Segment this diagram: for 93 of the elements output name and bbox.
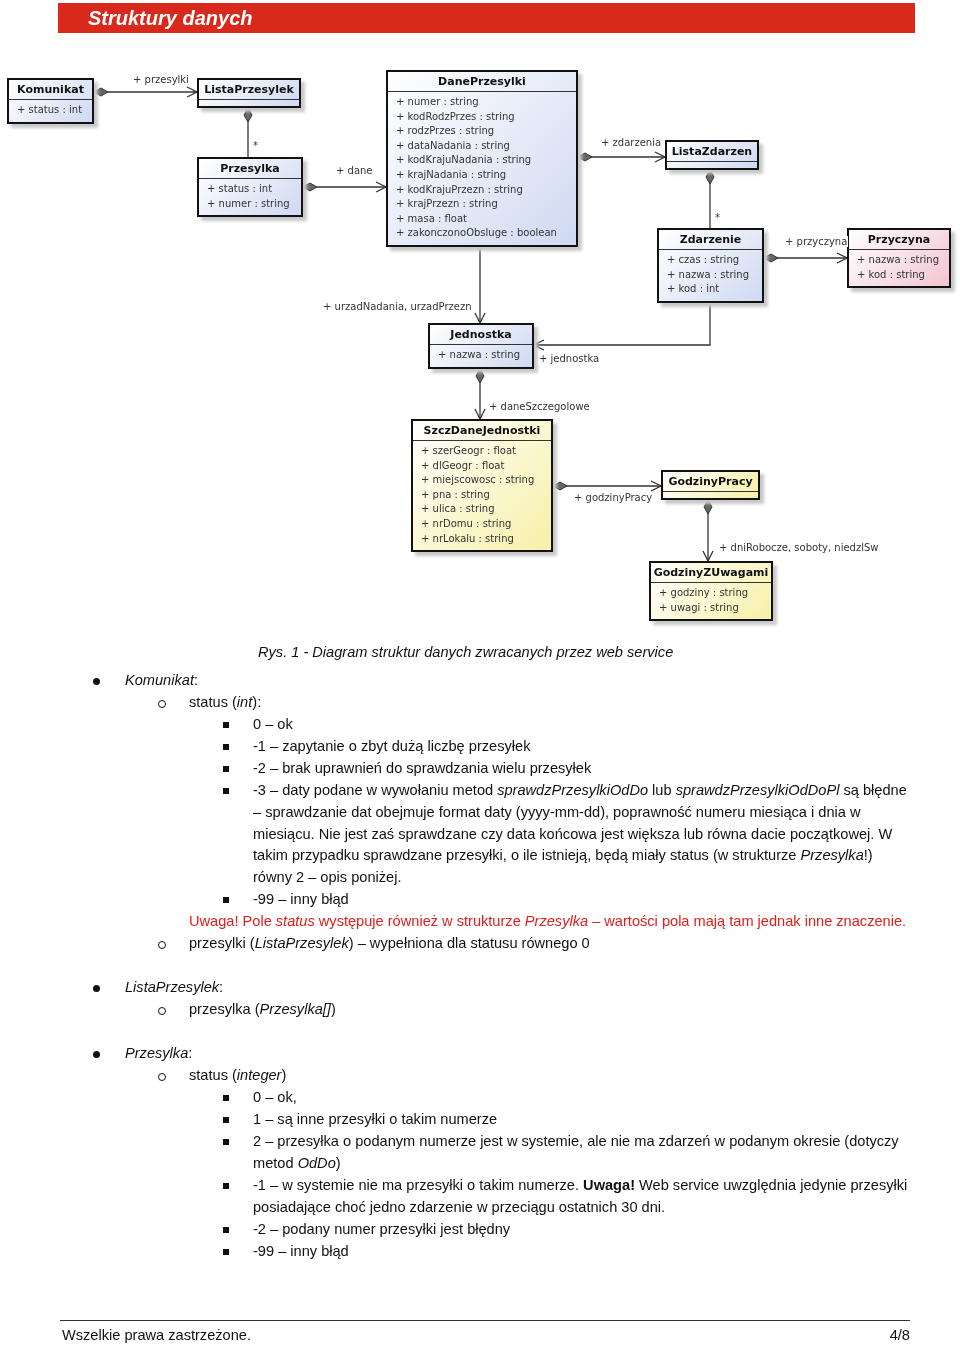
list-text: status (int): <box>189 694 262 710</box>
class-box <box>657 228 764 303</box>
list-text: ListaPrzesylek: <box>125 979 224 995</box>
attribute-text: + kod : string <box>857 267 925 282</box>
attribute-text: + uwagi : string <box>659 600 739 615</box>
class-name: SzczDaneJednostki <box>423 424 541 437</box>
attribute-text: + ulica : string <box>421 502 495 517</box>
attribute-text: + numer : string <box>396 95 479 109</box>
class-name: GodzinyPracy <box>668 475 753 488</box>
class-box <box>665 140 759 170</box>
class-box <box>411 419 553 553</box>
class-name: ListaZdarzen <box>671 145 753 158</box>
list-text: przesylki (ListaPrzesylek) – wypełniona dla statusu równego 0 <box>189 935 590 951</box>
composition-arrow <box>552 480 662 492</box>
class-box <box>197 78 301 108</box>
composition-arrow <box>577 151 666 163</box>
class-name: Przyczyna <box>867 233 931 246</box>
footer-text: Wszelkie prawa zastrzeżone. <box>62 1326 251 1345</box>
attribute-text: + kodKrajuPrzezn : string <box>396 182 523 197</box>
page-title: Struktury danych <box>88 6 253 30</box>
page-number: 4/8 <box>889 1326 910 1345</box>
attribute-text: + kodRodzPrzes : string <box>396 109 515 124</box>
attribute-text: + nrDomu : string <box>421 516 512 531</box>
list-text: -3 – daty podane w wywołaniu metod sprawdzPrzesylkiOdDo lub sprawdzPrzesylkiOdDoPl są błędne – sprawdzanie dat obejmuje format daty (yyyy-mm-dd), poprawność numeru miesiąca i dnia w miesiącu. Nie jest zaś sprawdzane czy data końcowa jest większa lub równa dacie początkowej. W takim przypadku sprawdzane przesyłki, o ile istnieją, będą miały status (w strukturze Przesylka!) równy 2 – opis poniżej. <box>253 782 907 886</box>
class-box <box>386 70 578 247</box>
edge-label: + dniRobocze, soboty, niedzlSw <box>718 542 880 553</box>
attribute-text: + nazwa : string <box>857 253 939 267</box>
attribute-text: + dlGeogr : float <box>421 458 505 473</box>
attribute-text: + rodzPrzes : string <box>396 124 495 139</box>
class-name: ListaPrzesylek <box>204 83 294 96</box>
list-text: Przesylka: <box>125 1045 193 1061</box>
class-name: Przesylka <box>220 162 280 175</box>
composition-arrow <box>302 181 387 193</box>
edge-label: + zdarzenia <box>600 137 663 148</box>
attribute-text: + czas : string <box>667 253 740 267</box>
class-box <box>197 157 303 218</box>
warning-note: Uwaga! Pole status występuje również w strukturze Przesylka – wartości pola mają tam jednak inne znaczenie. <box>189 913 907 929</box>
attribute-text: + miejscowosc : string <box>421 473 535 488</box>
attribute-text: + pna : string <box>421 487 490 502</box>
list-text: status (integer) <box>189 1067 287 1083</box>
figure-caption: Rys. 1 - Diagram struktur danych zwracanych przez web service <box>258 643 674 662</box>
composition-arrow <box>93 86 198 98</box>
edge-label: + godzinyPracy <box>573 492 654 503</box>
list-text: -99 – inny błąd <box>253 1243 349 1259</box>
attribute-text: + status : int <box>17 103 83 117</box>
edge-label: + przyczyna <box>784 236 849 247</box>
attribute-text: + kod : int <box>667 282 720 297</box>
class-box <box>428 323 534 369</box>
composition-line <box>705 169 715 229</box>
list-text: 0 – ok <box>253 716 293 732</box>
composition-arrow <box>763 252 848 264</box>
list-text: -99 – inny błąd <box>253 891 349 907</box>
attribute-text: + masa : float <box>396 211 467 226</box>
association-arrow <box>474 246 486 324</box>
class-name: DanePrzesylki <box>438 75 526 88</box>
class-name: Jednostka <box>450 328 512 341</box>
edge-label: + daneSzczegolowe <box>488 401 591 412</box>
edge-label: + dane <box>335 165 374 176</box>
attribute-text: + krajPrzezn : string <box>396 197 498 212</box>
composition-arrow <box>474 368 486 420</box>
list-text: przesylka (Przesylka[]) <box>189 1001 336 1017</box>
list-text: 1 – są inne przesyłki o takim numerze <box>253 1111 498 1127</box>
attribute-text: + zakonczonoObsluge : boolean <box>396 226 557 241</box>
composition-arrow <box>702 499 714 562</box>
attribute-text: + status : int <box>207 182 273 196</box>
association-arrow <box>533 302 711 351</box>
attribute-text: + szerGeogr : float <box>421 444 516 458</box>
attribute-text: + dataNadania : string <box>396 138 510 153</box>
list-text: Komunikat: <box>125 672 198 688</box>
attribute-text: + nazwa : string <box>667 267 749 282</box>
attribute-text: + numer : string <box>207 196 290 211</box>
edge-label: + przesylki <box>132 74 190 85</box>
attribute-text: + kodKrajuNadania : string <box>396 153 532 168</box>
attribute-text: + nazwa : string <box>438 348 520 362</box>
list-text: 2 – przesyłka o podanym numerze jest w systemie, ale nie ma zdarzeń w podanym okresie (dotyczy metod OdDo) <box>253 1133 899 1171</box>
class-box <box>649 561 773 622</box>
list-text: -1 – zapytanie o zbyt dużą liczbę przesyłek <box>253 738 531 754</box>
composition-line <box>243 107 253 158</box>
class-name: GodzinyZUwagami <box>653 566 769 579</box>
list-text: -2 – podany numer przesyłki jest błędny <box>253 1221 511 1237</box>
class-box <box>661 470 760 500</box>
class-name: Zdarzenie <box>679 233 742 246</box>
attribute-text: + krajNadania : string <box>396 167 507 182</box>
list-text: -1 – w systemie nie ma przesyłki o takim numerze. Uwaga! Web service uwzględnia jedynie przesyłki posiadające choć jedno zdarzenie w przeciągu ostatnich 30 dni. <box>253 1177 908 1215</box>
class-box <box>847 228 951 289</box>
edge-label: + jednostka <box>538 353 601 364</box>
list-text: -2 – brak uprawnień do sprawdzania wielu przesyłek <box>253 760 592 776</box>
class-name: Komunikat <box>17 83 84 96</box>
class-box <box>7 78 94 124</box>
list-text: 0 – ok, <box>253 1089 297 1105</box>
attribute-text: + nrLokalu : string <box>421 531 514 546</box>
edge-label: + urzadNadania, urzadPrzezn <box>322 301 473 312</box>
attribute-text: + godziny : string <box>659 586 749 600</box>
